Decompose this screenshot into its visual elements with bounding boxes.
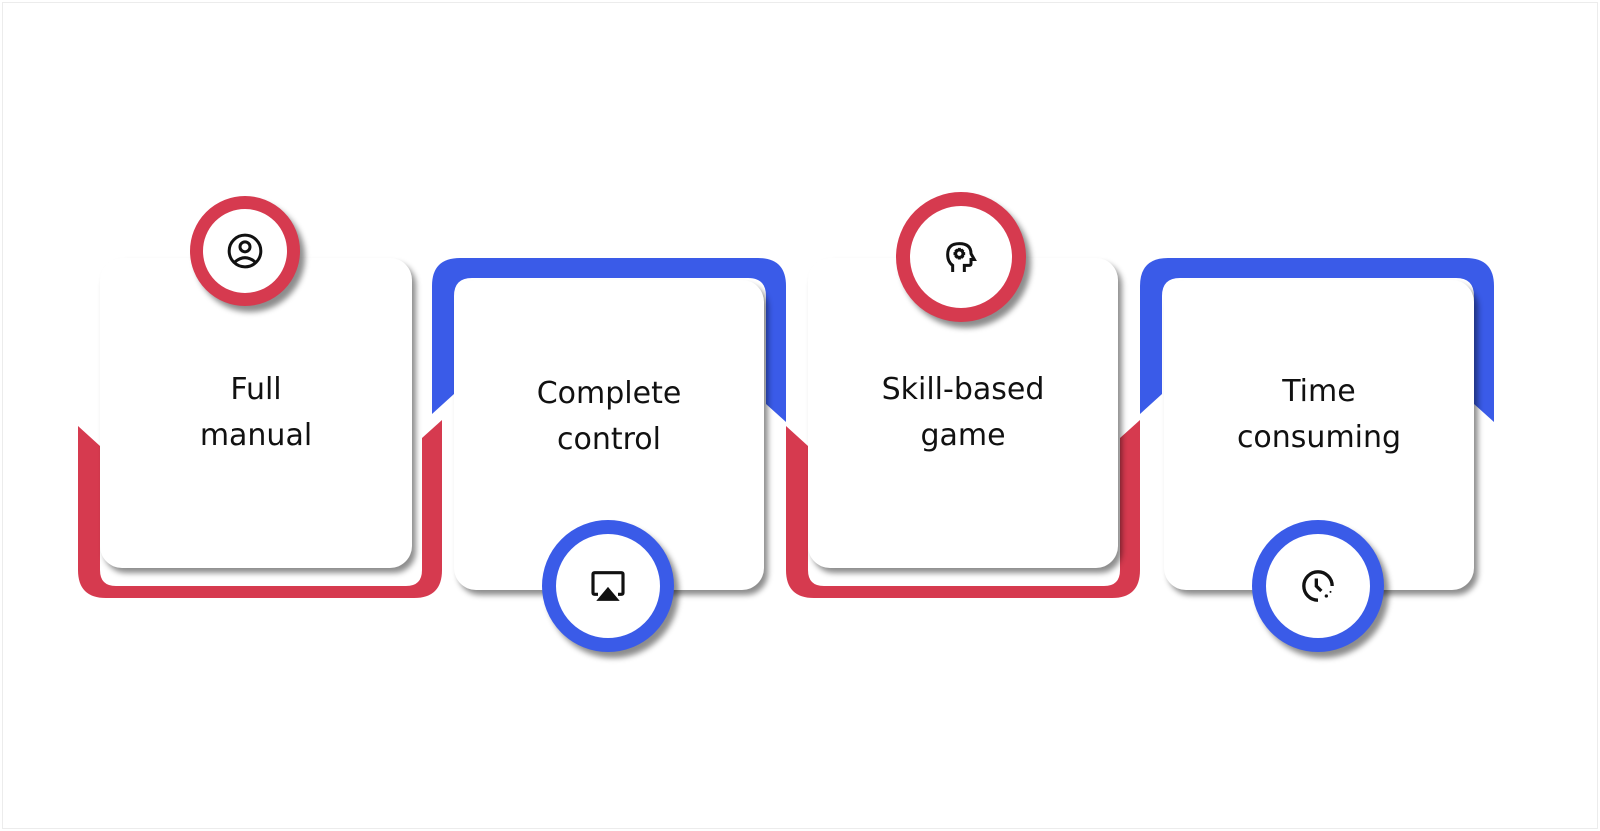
- step-1-card: Full manual: [100, 258, 412, 568]
- step-2-card: Complete control: [454, 280, 764, 590]
- step-4-icon-badge: [1252, 520, 1384, 652]
- head-gear-icon: [946, 242, 977, 272]
- step-3-label: Skill-based game: [881, 372, 1045, 453]
- user-circle-icon: [227, 233, 263, 269]
- step-2-accent-band: [432, 258, 786, 422]
- step-2-label: Complete control: [536, 376, 682, 457]
- step-4-accent-band: [1140, 258, 1494, 422]
- step-3-icon-badge: [896, 192, 1026, 322]
- step-3-card: Skill-based game: [808, 258, 1118, 568]
- step-4-label: Time consuming: [1236, 374, 1402, 455]
- clock-icon: [1302, 570, 1334, 602]
- airplay-icon: [591, 571, 625, 601]
- step-2-icon-badge: [542, 520, 674, 652]
- step-1-label: Full manual: [199, 372, 313, 453]
- step-1-icon-badge: [190, 196, 300, 306]
